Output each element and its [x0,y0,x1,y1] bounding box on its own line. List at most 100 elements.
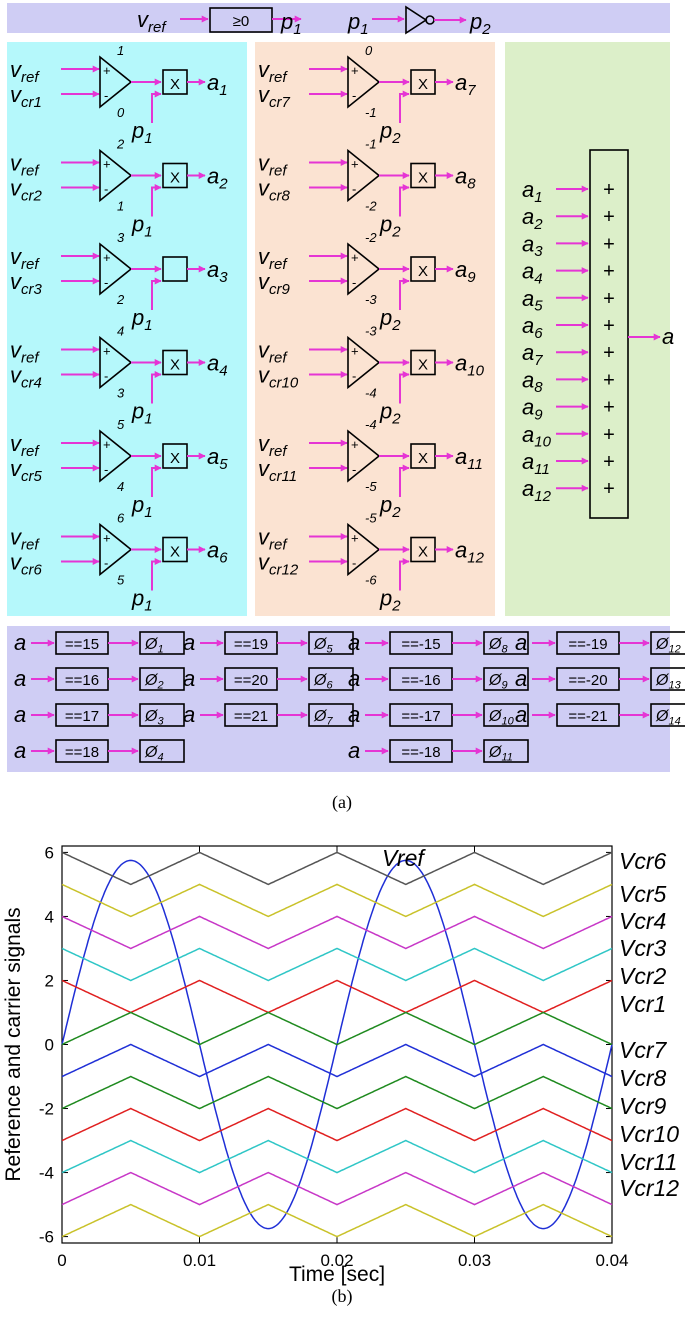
series-line-vcr8 [61,1075,613,1110]
upper-level-label: 2 [116,137,125,152]
comparator-icon [99,55,133,109]
sum-output-label: a [662,324,674,349]
phase-output-box [308,667,354,691]
enable-label: p2 [379,586,401,615]
eq-input-label: a [14,702,26,727]
lower-level-label: 4 [117,479,124,494]
eq-compare-label: ==16 [65,672,99,689]
sum-plus-sign: + [603,478,615,500]
sum-plus-sign: + [603,451,615,473]
enable-label: p1 [131,305,153,334]
minus-sign: - [104,275,108,290]
y-tick-label: -6 [39,1228,54,1247]
phase-output-label: Ø10 [488,708,515,728]
phase-output-label: Ø12 [655,636,681,656]
block-output-label: a10 [455,351,485,380]
enable-label: p2 [379,305,401,334]
y-tick-label: 6 [45,843,54,862]
comparator-icon [99,429,133,483]
multiplier-label: X [170,357,180,374]
signal-wire [399,90,410,123]
minus-sign: - [104,88,108,103]
sum-plus-sign: + [603,342,615,364]
phase-output-label: Ø9 [488,672,508,692]
input-carrier-label: vcr7 [258,82,290,111]
signal-wire [151,90,162,123]
minus-sign: - [352,275,356,290]
input-carrier-label: vcr2 [10,176,42,205]
upper-level-label: 4 [117,324,124,339]
block-output-label: a7 [455,70,476,99]
signal-wire [399,558,410,591]
series-line-vcr10 [61,1139,613,1174]
plus-sign: + [351,344,359,359]
input-ref-label: vref [258,151,288,180]
phase-output-box [483,631,529,655]
upper-level-label: 1 [117,43,124,58]
caption-b: (b) [332,1286,353,1307]
x-tick-label: 0.03 [458,1251,491,1270]
sum-plus-sign: + [603,315,615,337]
phase-output-label: Ø14 [655,708,681,728]
sum-box [589,149,629,519]
plus-sign: + [351,437,359,452]
enable-label: p2 [379,118,401,147]
block-output-label: a9 [455,257,476,286]
comparator-icon [347,522,381,577]
enable-label: p2 [379,212,401,241]
input-ref-label: vref [10,431,40,460]
sum-plus-sign: + [603,288,615,310]
plus-sign: + [103,344,111,359]
series-line-vcr12 [61,1203,613,1238]
phase-output-box [650,667,685,691]
sum-input-label-9: a9 [522,395,543,424]
series-label-vcr9: Vcr9 [619,1093,667,1119]
phase-output-box [483,667,529,691]
series-label-vcr2: Vcr2 [619,963,667,989]
phase-output-box [139,667,185,691]
eq-input-label: a [183,630,195,655]
eq-compare-label: ==20 [234,672,268,689]
lower-level-label: -2 [365,199,377,214]
sum-input-label-7: a7 [522,340,543,369]
upper-level-label: 6 [117,511,125,526]
phase-output-label: Ø2 [144,672,164,692]
enable-label: p1 [131,118,153,147]
eq-input-label: a [14,630,26,655]
sum-input-label-6: a6 [522,313,543,342]
minus-sign: - [352,556,356,571]
sum-plus-sign: + [603,206,615,228]
minus-sign: - [104,182,108,197]
phase-output-box [139,739,185,763]
comparator-icon [347,55,381,109]
green-group-background [505,42,670,616]
plus-sign: + [351,63,359,78]
sum-plus-sign: + [603,397,615,419]
signal-wire [151,558,162,591]
eq-input-label: a [183,702,195,727]
upper-level-label: -3 [365,324,377,339]
phase-output-box [483,703,529,727]
eq-compare-label: ==-17 [401,708,440,725]
compare-label: ≥0 [233,13,250,30]
series-label-vcr8: Vcr8 [619,1065,667,1091]
eq-compare-label: ==21 [234,708,268,725]
input-carrier-label: vcr9 [258,269,290,298]
lower-level-label: 3 [117,386,125,401]
not-input-label: p1 [347,9,369,38]
eq-input-label: a [14,666,26,691]
eq-input-label: a [348,630,360,655]
p1-output-label: p1 [280,9,302,38]
x-axis-label: Time [sec] [289,1263,385,1286]
series-line-vcr1 [61,1011,613,1046]
